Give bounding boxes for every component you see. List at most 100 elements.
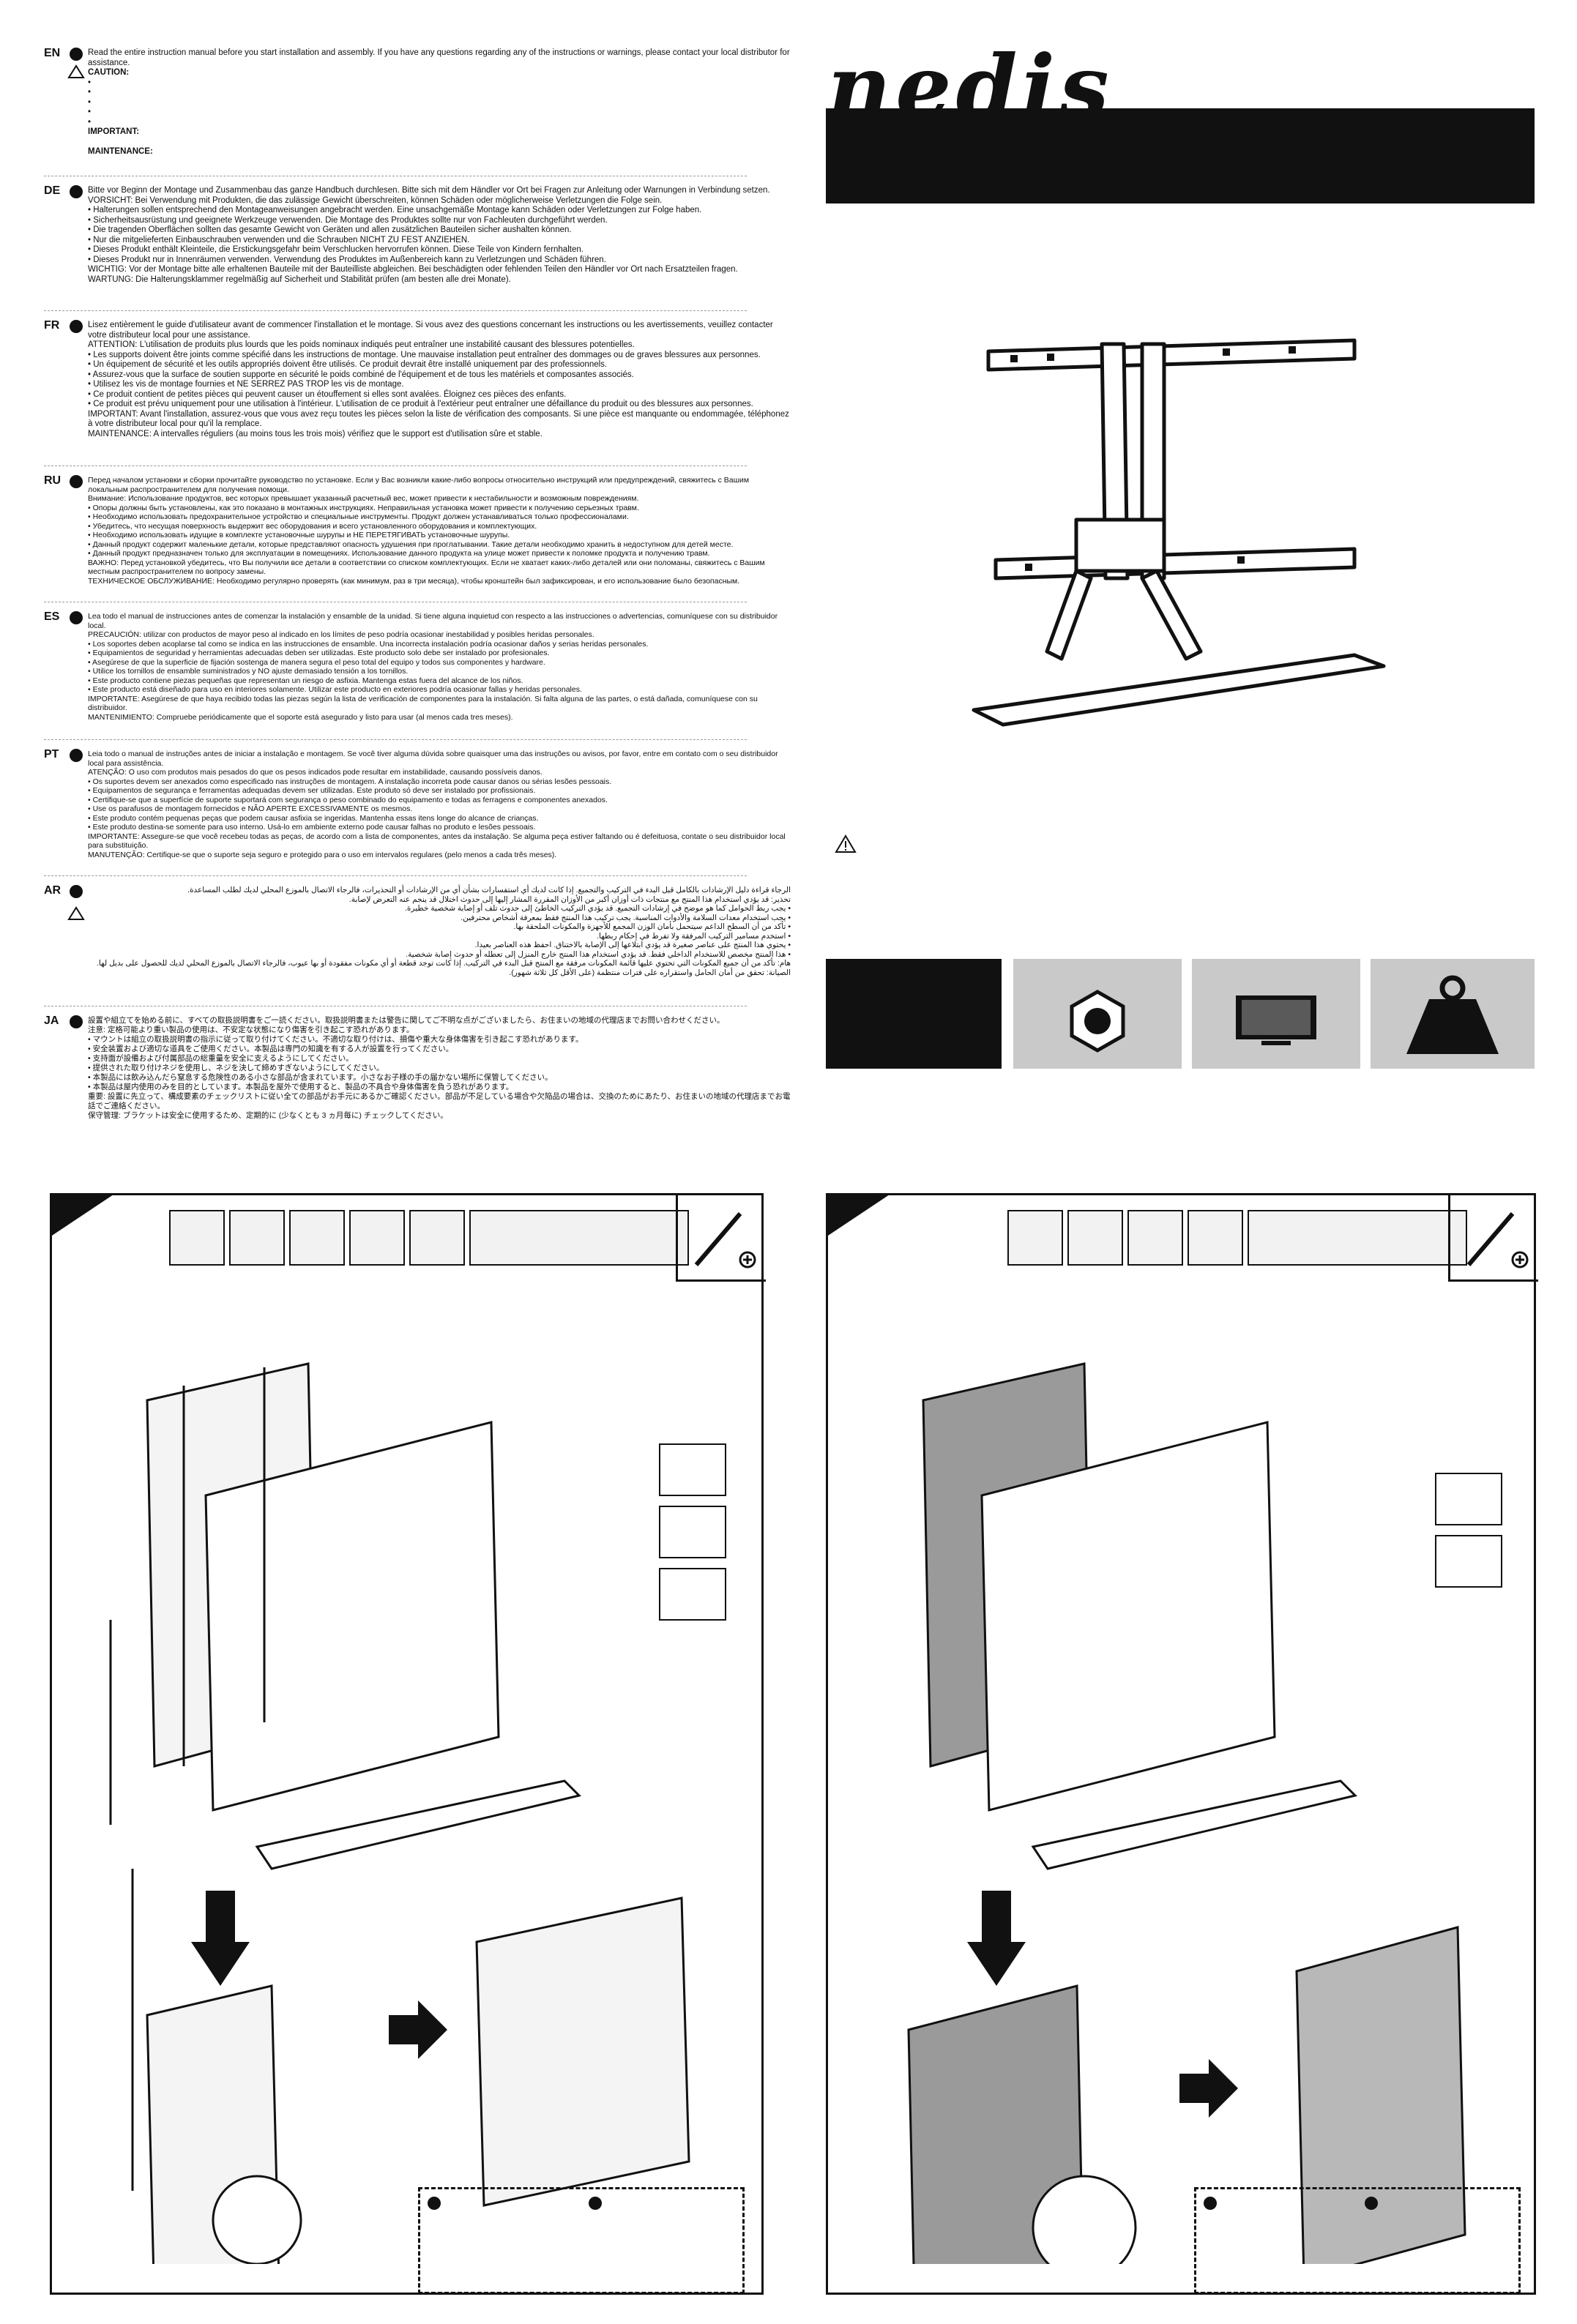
info-icon xyxy=(70,48,83,1028)
text-line: Перед началом установки и сборки прочита… xyxy=(88,476,750,494)
stud-finder-icon xyxy=(169,1210,225,1266)
text-line: • 本製品は屋内使用のみを目的としています。本製品を屋外で使用すると、製品の不具… xyxy=(88,1083,514,1091)
text-line: • Необходимо использовать идущие в компл… xyxy=(88,531,510,539)
text-line: • استخدم مسامير التركيب المرفقة ولا تفرط… xyxy=(597,931,791,941)
level-icon xyxy=(1007,1210,1063,1266)
text-line: • Este produto contém pequenas peças que… xyxy=(88,813,539,823)
text-line: • يجب ربط الحوامل كما هو موضح في إرشادات… xyxy=(405,904,791,913)
text-line: • マウントは組立の取扱説明書の指示に従って取り付けてください。不適切な取り付け… xyxy=(88,1035,584,1044)
text-line: • Os suportes devem ser anexados como es… xyxy=(88,777,612,786)
text-line: MANUTENÇÃO: Certifique-se que o suporte … xyxy=(88,850,557,859)
text-line: • Equipamientos de seguridad y herramien… xyxy=(88,649,550,657)
text-line: WARTUNG: Die Halterungsklammer regelmäßi… xyxy=(88,274,511,284)
text-line: • Dieses Produkt nur in Innenräumen verw… xyxy=(88,255,606,264)
lang-code: FR xyxy=(44,319,60,332)
text-line: WICHTIG: Vor der Montage bitte alle erha… xyxy=(88,265,738,274)
text-line: • Utilice los tornillos de ensamble sumi… xyxy=(88,667,409,676)
text-line: CAUTION: xyxy=(88,68,130,77)
title-band xyxy=(826,108,1535,203)
divider xyxy=(44,310,747,311)
text-line: Bitte vor Beginn der Montage und Zusamme… xyxy=(88,186,770,195)
text-line: • Equipamentos de segurança e ferramenta… xyxy=(88,786,536,795)
tool-icon-tile xyxy=(1013,959,1182,1069)
lang-text: Bitte vor Beginn der Montage und Zusamme… xyxy=(88,186,791,285)
text-line: • Dieses Produkt enthält Kleinteile, die… xyxy=(88,245,584,254)
text-line: • 安全装置および適切な道具をご使用ください。本製品は専門の知識を有する人が設置… xyxy=(88,1045,454,1053)
text-line: 重要: 設置に先立って、構成要素のチェックリストに従い全ての部品がお手元にあるか… xyxy=(88,1092,791,1110)
text-line: • Опоры должны быть установлены, как это… xyxy=(88,503,639,512)
text-line: 保守管理: ブラケットは安全に使用するため、定期的に (少なくとも 3 ヵ月毎に… xyxy=(88,1111,448,1120)
tv-icon-tile xyxy=(1192,959,1360,1069)
lang-code: AR xyxy=(44,884,61,897)
text-line: • Certifique-se que a superfície de supo… xyxy=(88,795,608,804)
text-line: هام: تأكد من أن جميع المكونات التي تحتوي… xyxy=(97,959,791,968)
tape-measure-icon xyxy=(289,1210,345,1266)
text-line: Read the entire instruction manual befor… xyxy=(88,48,790,67)
text-line: • تأكد من أن السطح الداعم سيتحمل بأمان ا… xyxy=(513,922,791,931)
text-line: تحذير: قد يؤدي استخدام هذا المنتج مع منت… xyxy=(348,894,791,904)
lang-code: RU xyxy=(44,474,61,487)
lang-text: 設置や組立てを始める前に、すべての取扱説明書をご一読ください。取扱説明書または警… xyxy=(88,1016,791,1121)
install-panel-drywall xyxy=(50,1193,766,2295)
text-line: • Assurez-vous que la surface de soutien… xyxy=(88,370,634,379)
text-line: 注意: 定格可能より重い製品の使用は、不安定な状態になり傷害を引き起こす恐れがあ… xyxy=(88,1025,414,1034)
text-line: ATTENTION: L'utilisation de produits plu… xyxy=(88,340,635,349)
text-line: • Un équipement de sécurité et les outil… xyxy=(88,360,608,369)
text-line: • 提供された取り付けネジを使用し、ネジを決して締めすぎないようにしてください。 xyxy=(88,1064,384,1072)
screwdriver-icon xyxy=(1448,1195,1538,1282)
tape-measure-icon xyxy=(1067,1210,1123,1266)
tv-stand-illustration xyxy=(972,338,1386,727)
text-line: • xyxy=(88,117,92,127)
text-line: • Halterungen sollen entsprechend den Mo… xyxy=(88,206,702,214)
text-line: MAINTENANCE: xyxy=(88,146,153,156)
drill-icon xyxy=(409,1210,465,1266)
text-line: MANTENIMIENTO: Compruebe periódicamente … xyxy=(88,712,513,722)
concrete-mount-illustration xyxy=(907,1362,1502,2264)
text-line: • هذا المنتج مخصص للاستخدام الداخلي فقط.… xyxy=(406,949,791,959)
spec-label-tile xyxy=(826,959,1002,1069)
lang-code: ES xyxy=(44,610,60,623)
warning-icon xyxy=(835,834,857,853)
text-line: • Необходимо использовать предохранитель… xyxy=(88,512,629,521)
tool-icon xyxy=(1070,990,1125,1053)
masonry-drill-bit-icon xyxy=(1248,1210,1467,1266)
lang-code: JA xyxy=(44,1015,59,1027)
text-line: IMPORTANT: xyxy=(88,127,140,136)
text-line: • Ce produit contient de petites pièces … xyxy=(88,389,567,399)
text-line: • يحتوي هذا المنتج على عناصر صغيرة قد يؤ… xyxy=(474,941,791,949)
lang-text: Leia todo o manual de instruções antes d… xyxy=(88,750,791,859)
text-line: • xyxy=(88,88,92,97)
pencil-icon xyxy=(349,1210,405,1266)
text-line: • xyxy=(88,78,92,87)
text-line: ТЕХНИЧЕСКОЕ ОБСЛУЖИВАНИЕ: Необходимо рег… xyxy=(88,576,740,586)
text-line: • Les supports doivent être joints comme… xyxy=(88,350,761,359)
language-icons xyxy=(67,48,85,1028)
step-marker xyxy=(428,2197,441,2210)
drywall-mount-illustration xyxy=(109,1362,726,2264)
weight-icon xyxy=(1406,975,1499,1054)
text-line: VORSICHT: Bei Verwendung mit Produkten, … xyxy=(88,195,663,205)
tv-icon xyxy=(1236,995,1316,1045)
lang-code: DE xyxy=(44,184,61,197)
text-line: • xyxy=(88,108,92,116)
text-line: IMPORTANTE: Asegúrese de que haya recibi… xyxy=(88,694,758,713)
text-line: • يجب استخدام معدات السلامة والأدوات الم… xyxy=(461,913,791,922)
text-line: IMPORTANTE: Assegure-se que você recebeu… xyxy=(88,832,786,851)
pencil-icon xyxy=(1127,1210,1183,1266)
text-line: • 本製品には飲み込んだら窒息する危険性のある小さな部品が含まれています。小さな… xyxy=(88,1073,553,1082)
text-line: Lea todo el manual de instrucciones ante… xyxy=(88,612,778,630)
text-line: IMPORTANT: Avant l'installation, assurez… xyxy=(88,409,789,429)
lang-text: Lisez entièrement le guide d'utilisateur… xyxy=(88,321,791,439)
panel-corner xyxy=(826,1193,892,1237)
text-line: • Ce produit est prévu uniquement pour u… xyxy=(88,400,753,408)
lang-text: Перед началом установки и сборки прочита… xyxy=(88,476,791,586)
text-line: PRECAUCIÓN: utilizar con productos de ma… xyxy=(88,630,594,639)
text-line: • Utilisez les vis de montage fournies e… xyxy=(88,380,404,389)
text-line: • Los soportes deben acoplarse tal como … xyxy=(88,639,649,649)
lang-code: PT xyxy=(44,748,59,761)
weight-icon-tile xyxy=(1371,959,1535,1069)
text-line: ATENÇÃO: O uso com produtos mais pesados… xyxy=(88,768,543,777)
text-line: • Este producto está diseñado para uso e… xyxy=(88,685,582,694)
text-line: • Данный продукт предназначен только для… xyxy=(88,549,710,558)
text-line: • Este producto contiene piezas pequeñas… xyxy=(88,676,523,685)
